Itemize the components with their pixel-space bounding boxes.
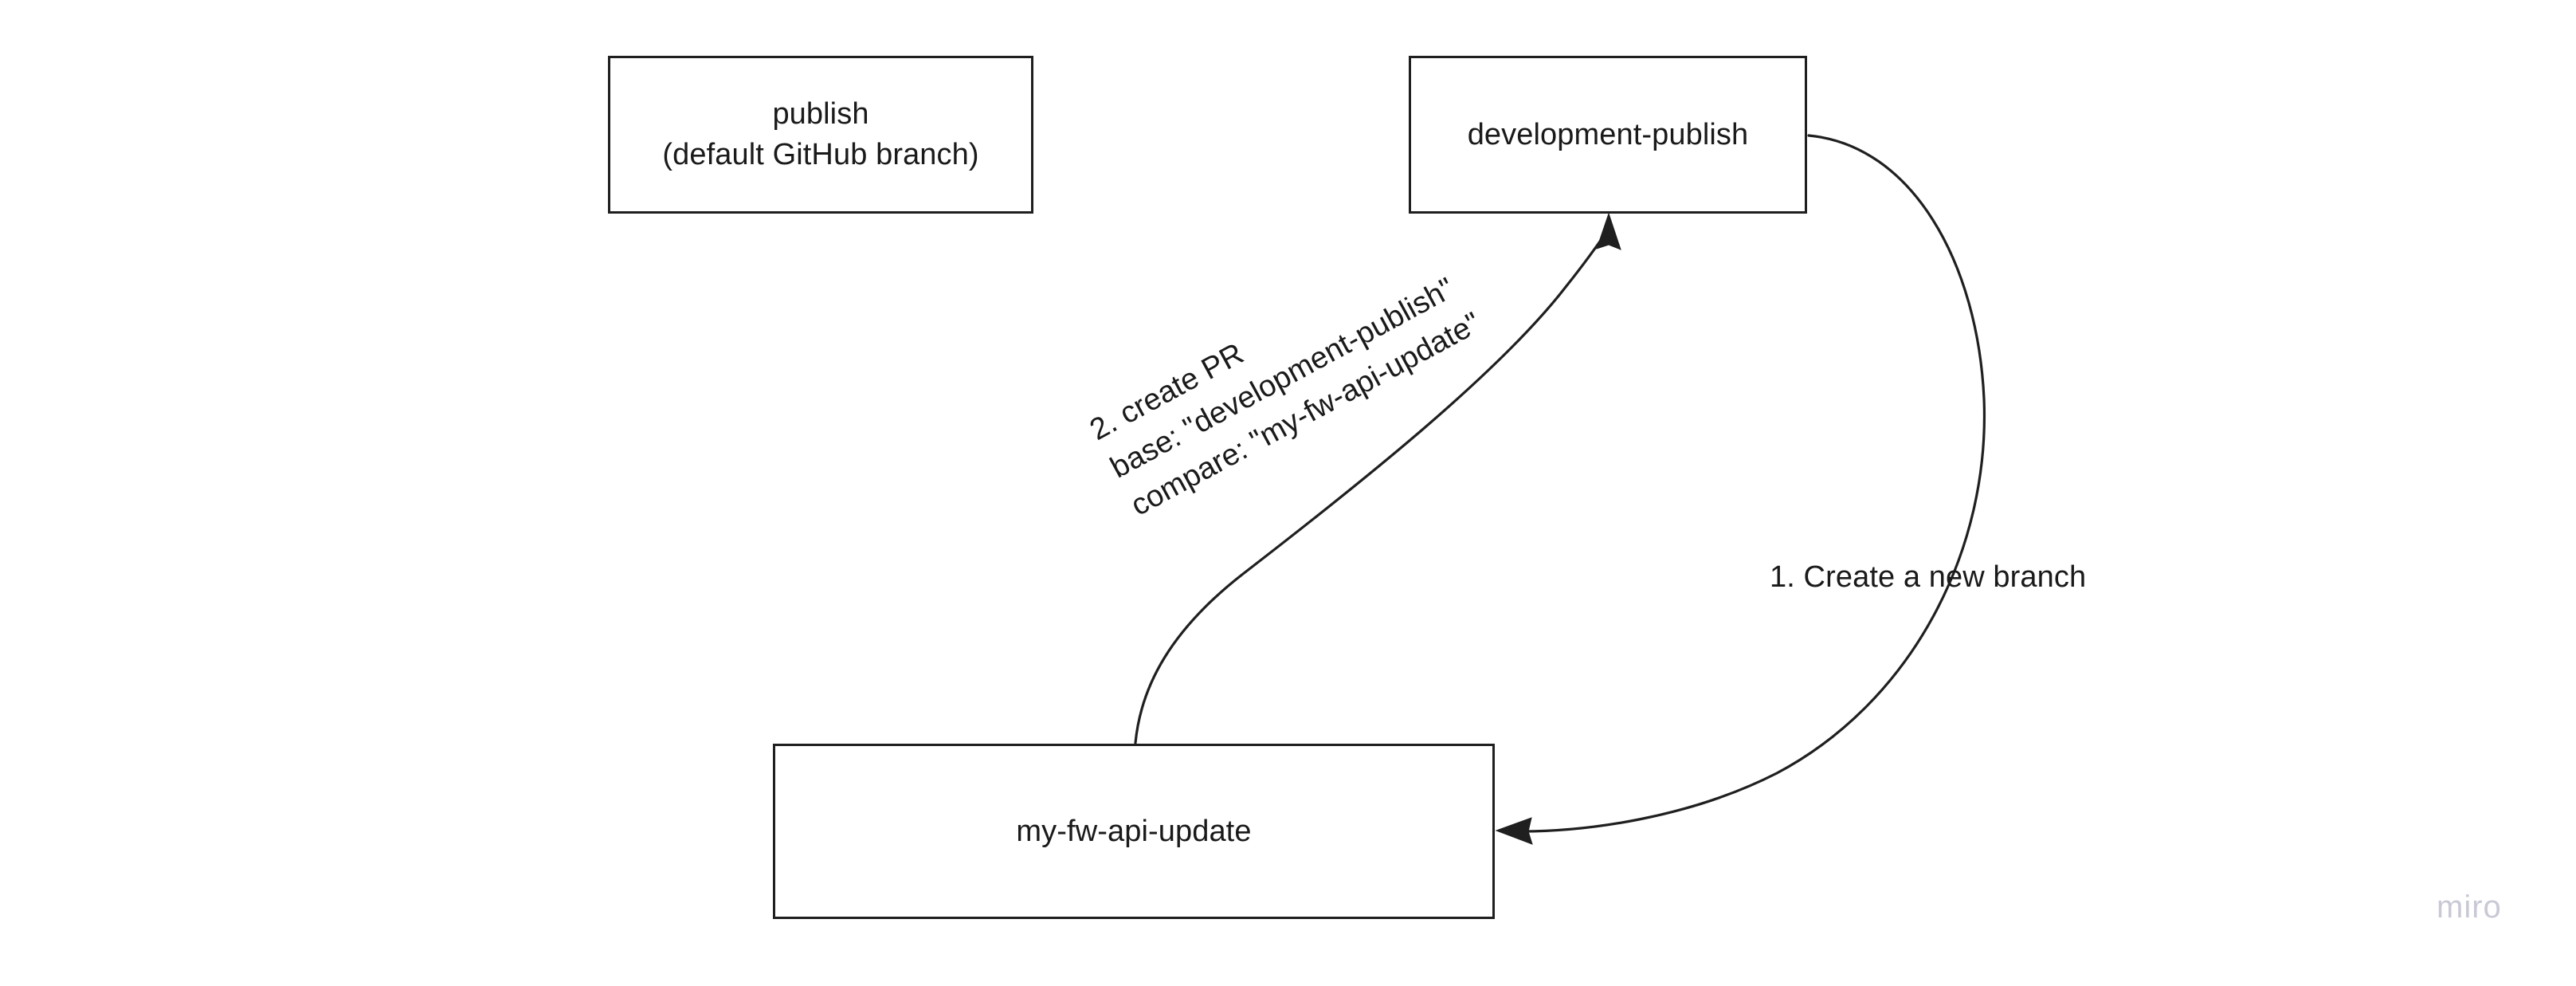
edge-create-branch-arrowhead bbox=[1495, 817, 1533, 845]
miro-watermark: miro bbox=[2437, 890, 2502, 925]
edge-label-create-pr: 2. create PR base: "development-publish"… bbox=[1084, 271, 1487, 523]
edge-create-branch bbox=[1495, 134, 1986, 845]
edge-create-pr-arrowhead bbox=[1596, 212, 1621, 250]
edge-create-branch-path bbox=[1514, 134, 1986, 833]
node-development-publish[interactable]: development-publish bbox=[1409, 56, 1807, 214]
node-development-publish-label: development-publish bbox=[1467, 117, 1749, 151]
node-my-fw-api-update-label: my-fw-api-update bbox=[1016, 814, 1252, 848]
node-publish[interactable]: publish (default GitHub branch) bbox=[608, 56, 1033, 214]
node-my-fw-api-update[interactable]: my-fw-api-update bbox=[773, 744, 1495, 919]
node-publish-label: publish (default GitHub branch) bbox=[662, 97, 979, 171]
edge-label-create-branch: 1. Create a new branch bbox=[1770, 560, 2087, 594]
